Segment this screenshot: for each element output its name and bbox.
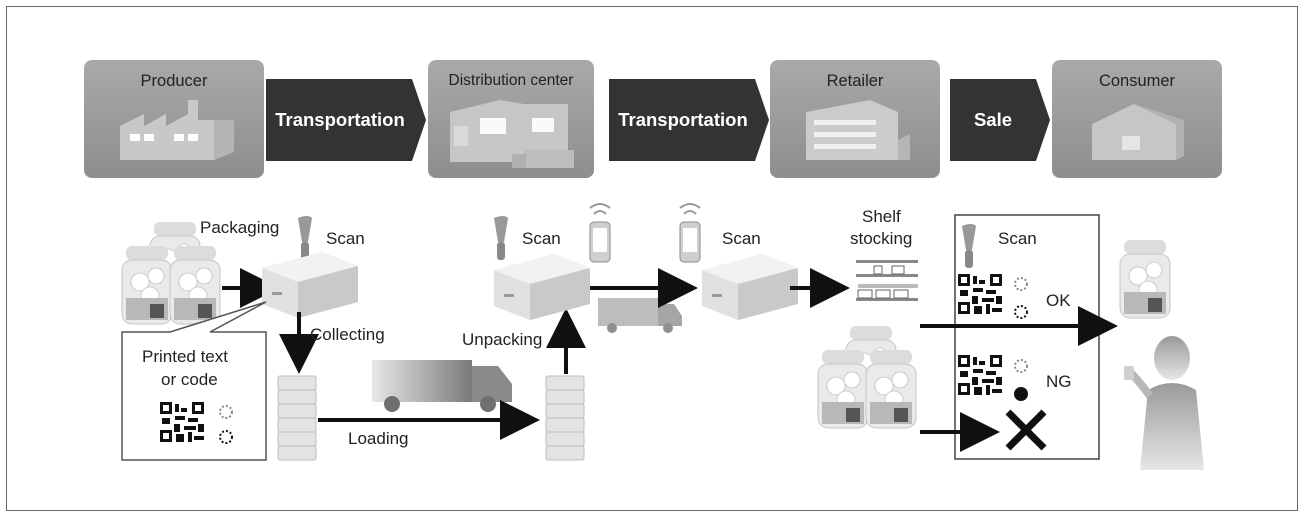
arrow-transportation-1-label: Transportation — [275, 109, 405, 130]
person-silhouette-icon — [1124, 336, 1204, 470]
handheld-scanner-icon-1 — [298, 216, 312, 260]
verification-panel — [954, 214, 1100, 460]
qr-code-icon-callout — [160, 402, 204, 442]
arrow-transportation-2-label: Transportation — [618, 109, 748, 130]
label-callout-line1: Printed text — [142, 347, 228, 366]
stage-retailer: Retailer — [770, 60, 940, 178]
handheld-scanner-icon-2 — [494, 216, 508, 260]
store-shelf-icon — [856, 260, 918, 301]
arrow-transportation-2: Transportation — [609, 79, 769, 161]
factory-icon — [120, 100, 234, 160]
label-shelf-line1: Shelf — [862, 207, 901, 226]
stage-consumer-title: Consumer — [1098, 72, 1176, 90]
label-scan-3: Scan — [722, 229, 761, 248]
stage-distribution: Distribution center — [428, 60, 594, 178]
stage-producer-title: Producer — [140, 72, 208, 90]
arrow-transportation-1: Transportation — [266, 79, 426, 161]
label-scan-4: Scan — [998, 229, 1037, 248]
label-collecting: Collecting — [310, 325, 385, 344]
warehouse-icon — [450, 100, 574, 168]
label-loading: Loading — [348, 429, 409, 448]
pill-bottles-retailer-icon — [817, 325, 917, 429]
label-ng: NG — [1046, 372, 1072, 391]
package-box-icon-3 — [702, 254, 798, 320]
label-ok: OK — [1046, 291, 1071, 310]
dot-indicator-ng-2 — [1014, 387, 1028, 401]
arrow-sale-label: Sale — [973, 109, 1013, 130]
package-box-icon-2 — [494, 254, 590, 320]
house-icon — [1092, 104, 1184, 160]
dot-indicator-ok-2 — [1014, 305, 1028, 319]
label-scan-2: Scan — [522, 229, 561, 248]
label-packaging: Packaging — [200, 218, 280, 237]
reject-x-icon — [1005, 409, 1047, 451]
qr-code-icon-ok — [958, 274, 1002, 314]
label-scan-1: Scan — [326, 229, 365, 248]
label-shelf-line2: stocking — [850, 229, 913, 248]
stage-consumer: Consumer — [1052, 60, 1222, 178]
mobile-terminal-icon-2 — [679, 203, 701, 263]
arrow-sale: Sale — [950, 79, 1050, 161]
store-icon — [806, 100, 910, 160]
label-unpacking: Unpacking — [462, 330, 543, 349]
package-box-icon-1 — [262, 252, 358, 318]
stage-distribution-title: Distribution center — [448, 72, 574, 89]
mobile-terminal-icon-1 — [589, 203, 611, 263]
stage-producer: Producer — [84, 60, 264, 178]
delivery-truck-icon-1 — [372, 360, 512, 412]
delivery-truck-icon-2 — [598, 298, 682, 333]
qr-code-icon-ng — [958, 355, 1002, 395]
label-callout-line2: or code — [161, 370, 218, 389]
stacked-crates-icon-2 — [545, 375, 585, 461]
pill-bottle-consumer-icon — [1119, 239, 1171, 319]
stacked-crates-icon-1 — [277, 375, 317, 461]
stage-retailer-title: Retailer — [826, 72, 884, 90]
dot-indicator-ng-1 — [1014, 359, 1028, 373]
callout-printed-code — [121, 301, 267, 461]
dot-indicator-ok-1 — [1014, 277, 1028, 291]
